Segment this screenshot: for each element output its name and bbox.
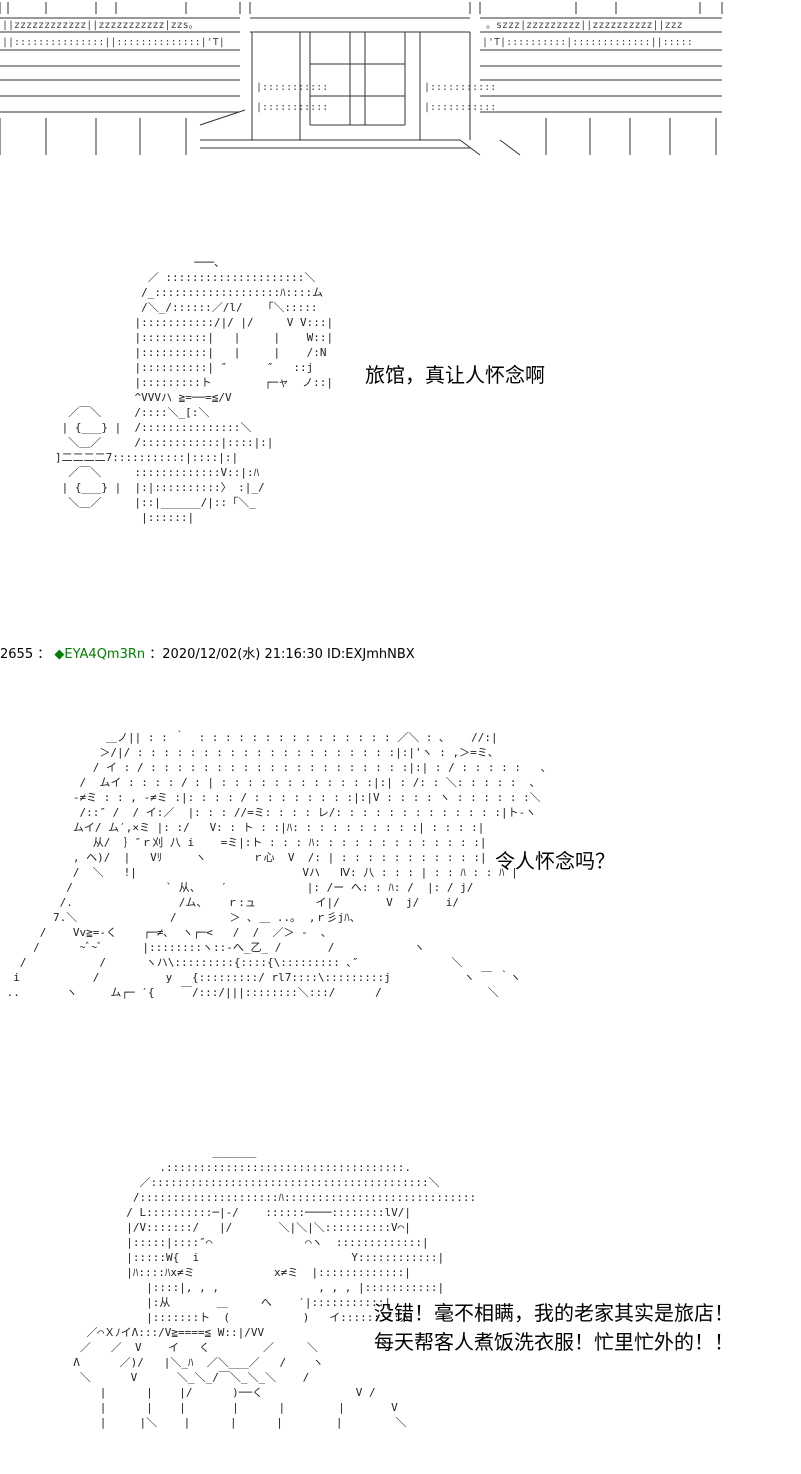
post-header: 2655 ： ◆EYA4Qm3Rn ：2020/12/02(水) 21:16:3…: [0, 645, 415, 665]
svg-text:|:::::::::::: |:::::::::::: [256, 82, 328, 93]
post-separator: ：: [37, 647, 51, 662]
speech-1: 旅馆，真让人怀念啊: [365, 363, 545, 387]
svg-text:||zzzzzzzzzzzz||zzzzzzzzzzz|zz: ||zzzzzzzzzzzz||zzzzzzzzzzz|zzs。: [2, 20, 199, 31]
svg-text:|:::::::::::: |:::::::::::: [424, 82, 496, 93]
svg-text:|:::::::::::: |:::::::::::: [256, 102, 328, 113]
building-top-row: [0, 2, 723, 14]
svg-text:||:::::::::::::::||:::::::::::: ||:::::::::::::::||::::::::::::::|'T|: [2, 37, 225, 48]
post-trip[interactable]: EYA4Qm3Rn: [64, 647, 146, 662]
character-3-ascii-art: ＿＿＿＿ .::::::::::::::::::::::::::::::::::…: [73, 1146, 477, 1429]
svg-text:|:::::::::::: |:::::::::::: [424, 102, 496, 113]
post-id[interactable]: ID:EXJmhNBX: [327, 647, 415, 662]
character-1-ascii-art: ───、 ／ :::::::::::::::::::::＼ /_::::::::…: [55, 256, 334, 524]
building-ascii-art: ||zzzzzzzzzzzz||zzzzzzzzzzz|zzs。 。szzz|z…: [0, 2, 723, 156]
post-number[interactable]: 2655: [0, 647, 34, 662]
svg-text:|'T|::::::::::|:::::::::::::||: |'T|::::::::::|:::::::::::::||:::::: [482, 37, 693, 48]
speech-3-line2: 每天帮客人煮饭洗衣服！忙里忙外的！！: [374, 1330, 734, 1354]
post-date: ：2020/12/02(水) 21:16:30: [149, 647, 323, 662]
speech-3-line1: 没错！毫不相瞒，我的老家其实是旅店！: [374, 1301, 734, 1325]
character-2-ascii-art: ＿ノ|| : : ｀ : : : : : : : : : : : : : : :…: [6, 731, 547, 999]
speech-2: 令人怀念吗？: [495, 849, 615, 873]
svg-text:。szzz|zzzzzzzzz||zzzzzzzzzz||z: 。szzz|zzzzzzzzz||zzzzzzzzzz||zzz: [486, 20, 683, 31]
trip-diamond-icon: ◆: [54, 647, 65, 662]
